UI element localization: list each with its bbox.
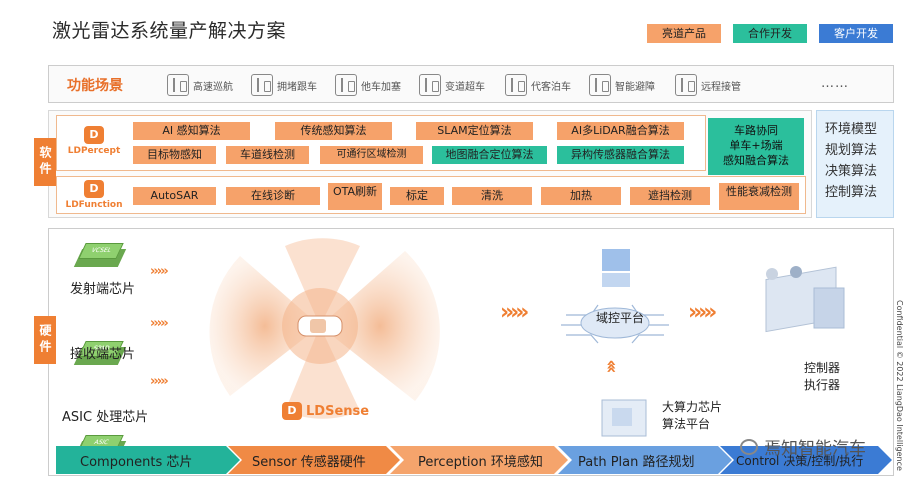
controller-label: 控制器 执行器 [804, 361, 841, 392]
ldfunction-logo-mark: D [84, 180, 104, 198]
chip-occlusion-detection: 遮挡检测 [630, 187, 710, 205]
arrow-to-domain: ››››› [500, 300, 529, 325]
compute-label: 大算力芯片 算法平台 [662, 400, 723, 431]
asic-chip-label: ASIC 处理芯片 [62, 410, 149, 425]
chip-heating: 加热 [541, 187, 621, 205]
scenario-item: 代客泊车 [505, 73, 571, 97]
scenarios-more: …… [821, 76, 849, 91]
page-title: 激光雷达系统量产解决方案 [52, 20, 287, 42]
remote-takeover-icon [675, 74, 697, 96]
vcsel-chip-icon: VCSEL [73, 240, 127, 270]
confidential-notice: Confidential © 2022 LiangDao Intelligenc… [895, 300, 904, 471]
scenarios-title: 功能场景 [67, 78, 123, 94]
pipeline-perception: Perception 环境感知 [390, 446, 568, 474]
arrow-chevrons: ››››› [150, 316, 169, 331]
lane-change-icon [419, 74, 441, 96]
valet-parking-icon [505, 74, 527, 96]
hardware-layer [48, 228, 894, 476]
chip-calibration: 标定 [390, 187, 444, 205]
arrow-chevrons: ››››› [150, 264, 169, 279]
chip-ai-multi-lidar: AI多LiDAR融合算法 [557, 122, 684, 140]
chip-ai-perception: AI 感知算法 [133, 122, 250, 140]
chip-slam: SLAM定位算法 [416, 122, 533, 140]
scenario-item: 他车加塞 [335, 73, 401, 97]
emitter-chip-label: 发射端芯片 [70, 282, 136, 297]
chip-drivable-area: 可通行区域检测 [320, 146, 423, 164]
domain-controller-graphic [561, 249, 669, 344]
highway-cruise-icon [167, 74, 189, 96]
arrow-to-control: ››››› [688, 300, 717, 325]
cut-in-icon [335, 74, 357, 96]
chip-object-perception: 目标物感知 [133, 146, 216, 164]
pipeline-components: Components 芯片 [56, 446, 240, 474]
scenario-item: 变道超车 [419, 73, 485, 97]
car-icon [297, 315, 343, 337]
chip-cleaning: 清洗 [452, 187, 532, 205]
ldpercept-logo-mark: D [84, 126, 104, 144]
traffic-follow-icon [251, 74, 273, 96]
scenario-item: 智能避障 [589, 73, 655, 97]
receiver-chip-label: 接收端芯片 [70, 347, 136, 362]
pipeline-path-plan: Path Plan 路径规划 [558, 446, 732, 474]
lidar-coverage-graphic [209, 238, 440, 419]
domain-controller-label: 域控平台 [596, 311, 645, 325]
chip-heterogeneous-fusion: 异构传感器融合算法 [557, 146, 684, 164]
software-tag: 软件 [34, 138, 56, 186]
arrow-chevrons: ››››› [150, 374, 169, 389]
obstacle-avoidance-icon [589, 74, 611, 96]
function-scenarios: 功能场景 高速巡航 拥堵跟车 他车加塞 变道超车 代客泊车 智能避障 远程接管 … [48, 65, 894, 103]
controller-graphic [765, 266, 845, 333]
arrow-up: ››› [600, 363, 622, 374]
chip-lane-detection: 车道线检测 [226, 146, 309, 164]
compute-chip-graphic [601, 399, 647, 437]
legend-own-product: 亮道产品 [647, 24, 721, 43]
ldfunction-logo: D LDFunction [65, 180, 123, 210]
legend-customer-development: 客户开发 [819, 24, 893, 43]
pipeline-sensor: Sensor 传感器硬件 [228, 446, 400, 474]
customer-algorithms: 环境模型 规划算法 决策算法 控制算法 [816, 110, 894, 218]
scenario-item: 拥堵跟车 [251, 73, 317, 97]
scenario-item: 远程接管 [675, 73, 741, 97]
watermark: 焉知智能汽车 [740, 434, 866, 459]
ldsense-logo-mark: D [282, 402, 302, 420]
chip-traditional-perception: 传统感知算法 [275, 122, 392, 140]
chip-ota: OTA刷新 [328, 183, 382, 210]
wechat-icon [740, 438, 758, 455]
hardware-tag: 硬件 [34, 316, 56, 364]
scenario-item: 高速巡航 [167, 73, 233, 97]
legend-co-development: 合作开发 [733, 24, 807, 43]
chip-autosar: AutoSAR [133, 187, 216, 205]
chip-degradation-detection: 性能衰减检测 [719, 183, 799, 210]
chip-map-fusion: 地图融合定位算法 [432, 146, 547, 164]
ldpercept-logo: D LDPercept [67, 126, 121, 156]
v2x-fusion-box: 车路协同 单车+场端 感知融合算法 [708, 118, 804, 175]
ldsense-logo: D LDSense [282, 402, 369, 420]
chip-online-diagnosis: 在线诊断 [226, 187, 320, 205]
